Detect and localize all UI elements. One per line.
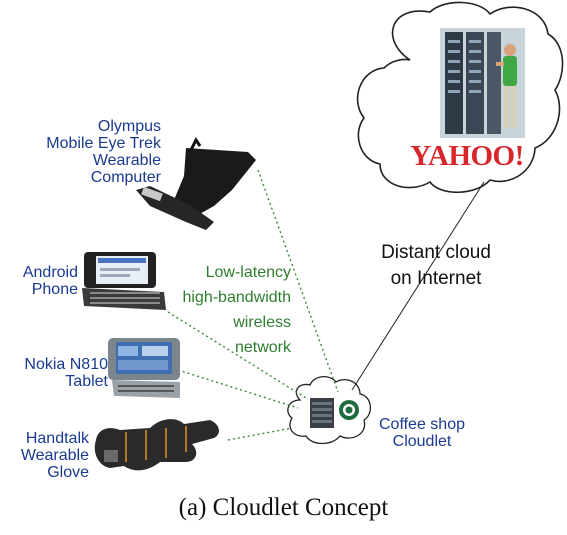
- cloudlet-server-icon: [310, 398, 334, 428]
- label-line: Olympus: [97, 118, 161, 135]
- label-line: Wearable: [92, 152, 161, 169]
- label-line: Cloudlet: [392, 433, 452, 450]
- label-handtalk-glove: Handtalk Wearable Glove: [21, 430, 89, 481]
- figure-caption: (a) Cloudlet Concept: [178, 494, 389, 521]
- eye-trek-glasses-image: [136, 137, 256, 230]
- label-nokia-tablet: Nokia N810 Tablet: [24, 356, 108, 390]
- wireless-link-phone: [167, 311, 307, 399]
- yahoo-logo: YAHOO!: [410, 140, 524, 172]
- label-line: Computer: [90, 169, 161, 186]
- label-line: Tablet: [65, 373, 108, 390]
- label-line: Handtalk: [25, 430, 89, 447]
- label-line: Nokia N810: [24, 356, 108, 373]
- wireless-link-glasses: [257, 169, 339, 393]
- label-android-phone: Android Phone: [23, 264, 78, 298]
- android-phone-image: [82, 252, 166, 310]
- label-line: Android: [22, 264, 78, 281]
- label-line: Coffee shop: [379, 416, 465, 433]
- server-room-photo: [440, 28, 525, 138]
- label-line: Mobile Eye Trek: [46, 135, 161, 152]
- label-line: Low-latency: [205, 264, 291, 281]
- label-distant-cloud: Distant cloud on Internet: [366, 240, 506, 292]
- coffee-shop-logo-icon: [339, 400, 359, 420]
- label-line: on Internet: [390, 268, 482, 289]
- label-eye-trek: Olympus Mobile Eye Trek Wearable Compute…: [46, 118, 161, 186]
- label-line: Distant cloud: [381, 242, 491, 263]
- label-line: wireless: [233, 314, 291, 331]
- label-line: Wearable: [20, 447, 89, 464]
- label-line: high-bandwidth: [182, 289, 291, 306]
- label-coffee-shop-cloudlet: Coffee shop Cloudlet: [370, 416, 474, 450]
- label-line: Glove: [47, 464, 89, 481]
- handtalk-glove-image: [94, 419, 219, 471]
- label-line: Phone: [31, 281, 78, 298]
- nokia-tablet-image: [108, 338, 180, 398]
- label-wireless-network: Low-latency high-bandwidth wireless netw…: [182, 260, 291, 360]
- internet-link-line: [351, 181, 485, 391]
- wireless-link-glove: [227, 427, 293, 441]
- wireless-link-tablet: [177, 369, 299, 409]
- label-line: network: [234, 339, 291, 356]
